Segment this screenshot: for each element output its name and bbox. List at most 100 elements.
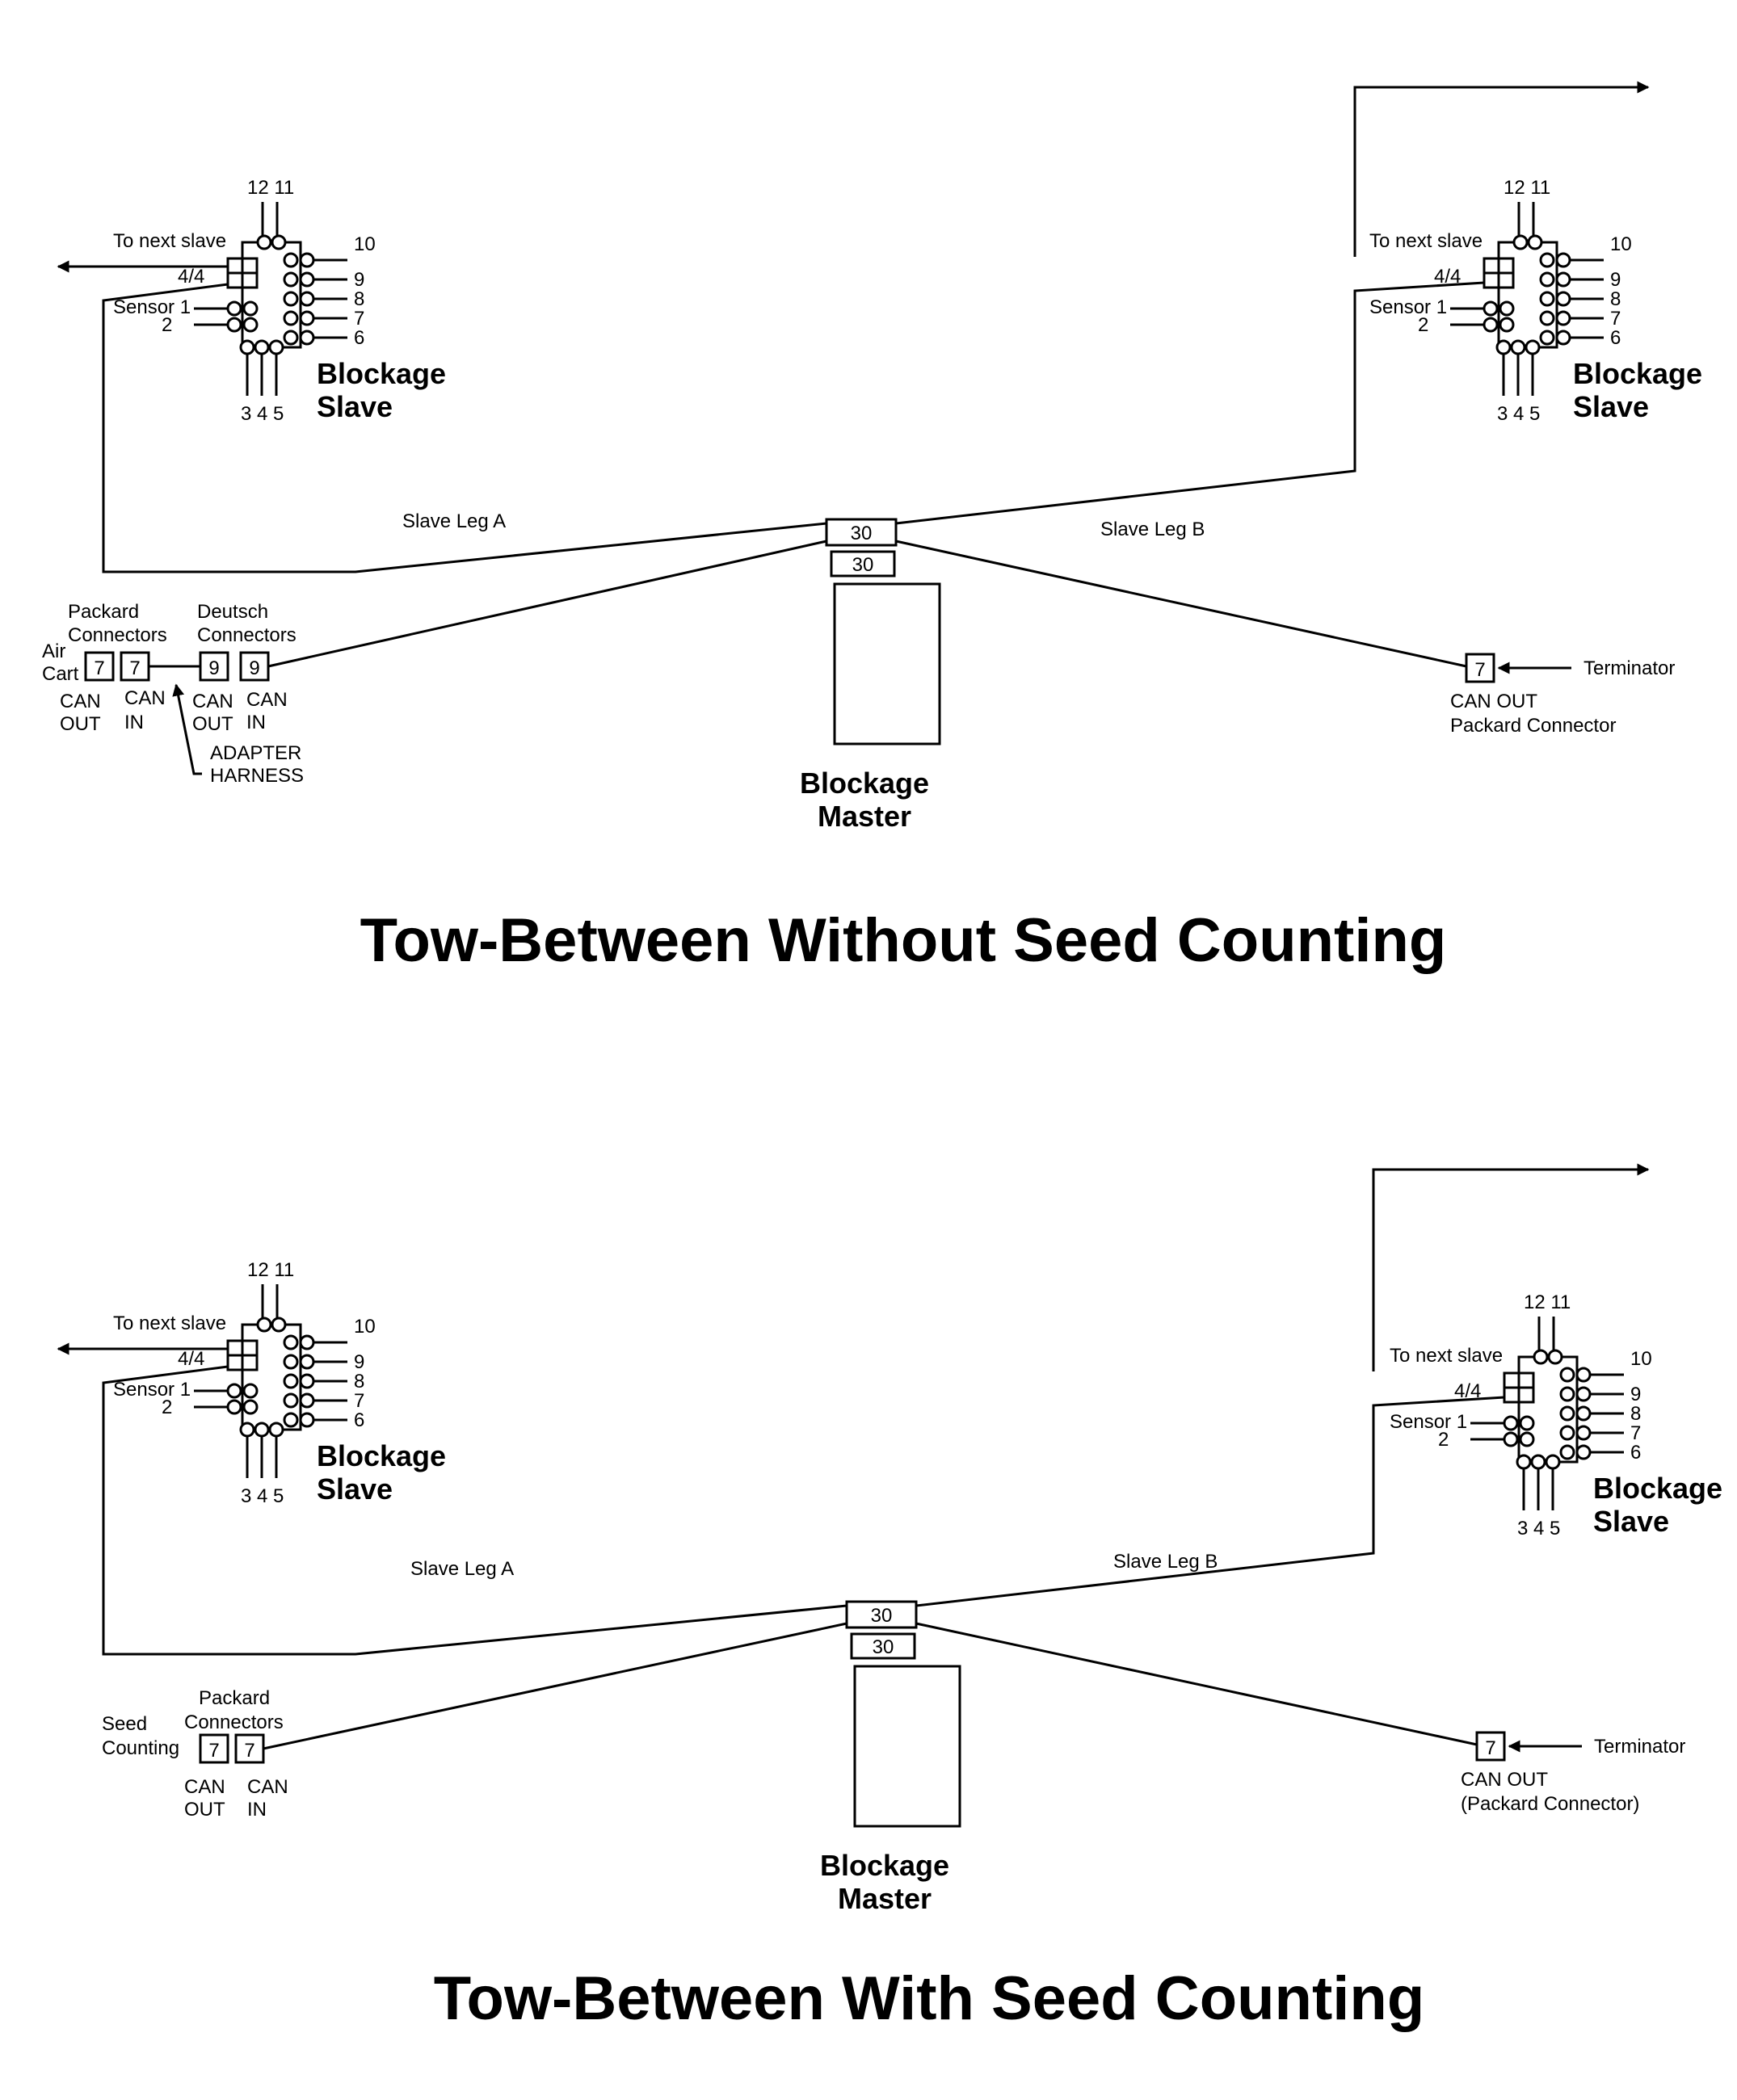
sensor-1-pin bbox=[1483, 300, 1499, 317]
slave-leg-b-upper-wire bbox=[1353, 81, 1650, 257]
deutsch-can-out-label-2: OUT bbox=[192, 713, 233, 735]
terminator-label: Terminator bbox=[1594, 1736, 1685, 1758]
top-pin-labels: 12 11 bbox=[1504, 177, 1550, 199]
packard-can-in-pin: 7 bbox=[129, 657, 140, 679]
sensor-1-pin-b bbox=[1519, 1415, 1535, 1431]
terminator-pin-label: 7 bbox=[1485, 1737, 1495, 1759]
right-pin-label: 10 bbox=[1630, 1348, 1652, 1370]
bottom-pin-3 bbox=[1516, 1454, 1532, 1470]
slave-name-2: Slave bbox=[1573, 390, 1649, 423]
deutsch-can-in-label: CAN bbox=[246, 689, 288, 711]
slave-leg-b-label: Slave Leg B bbox=[1100, 519, 1205, 540]
master-name: Blockage bbox=[820, 1849, 949, 1882]
deutsch-can-out-pin: 9 bbox=[208, 657, 219, 679]
slave-leg-a-label: Slave Leg A bbox=[402, 510, 506, 532]
to-next-slave-label: To next slave bbox=[1390, 1345, 1503, 1367]
pin-12 bbox=[256, 1317, 272, 1333]
slave-leg-b-wire bbox=[895, 281, 1485, 525]
packard-can-in-connector bbox=[234, 1733, 265, 1764]
can-in-wire bbox=[267, 540, 827, 668]
right-pin-inner bbox=[299, 252, 315, 268]
bottom-pin-4 bbox=[1510, 339, 1526, 355]
right-pin-inner bbox=[1575, 1425, 1592, 1441]
sensor-1-pin bbox=[226, 1383, 242, 1399]
packard-can-in-label-2: IN bbox=[247, 1799, 267, 1821]
master-upper-connector bbox=[845, 1600, 918, 1629]
deutsch-can-out-connector bbox=[199, 651, 229, 682]
master-lower-connector-label: 30 bbox=[852, 554, 874, 576]
bottom-pin-3 bbox=[1495, 339, 1512, 355]
sensor-1-label: Sensor 1 bbox=[113, 1379, 191, 1401]
top-pin-labels: 12 11 bbox=[247, 1259, 294, 1281]
right-pin-inner bbox=[1575, 1386, 1592, 1402]
sensor-2-pin bbox=[1483, 317, 1499, 333]
sensor-2-pin bbox=[226, 317, 242, 333]
right-pin-outer bbox=[283, 310, 299, 326]
pin-11 bbox=[1527, 234, 1543, 250]
sensor-1-label: Sensor 1 bbox=[1369, 296, 1447, 318]
pin-11 bbox=[271, 1317, 287, 1333]
right-pin-outer bbox=[283, 1334, 299, 1350]
terminator-pin-label: 7 bbox=[1474, 659, 1485, 681]
terminator-connector bbox=[1465, 653, 1495, 683]
can-in-wire bbox=[263, 1622, 847, 1750]
right-pin-outer bbox=[1559, 1425, 1575, 1441]
hub-label: 4/4 bbox=[178, 266, 204, 288]
right-pin-label: 6 bbox=[1630, 1442, 1641, 1464]
right-pin-inner bbox=[299, 271, 315, 288]
to-next-slave-label: To next slave bbox=[1369, 230, 1483, 252]
terminator-can-out-label: CAN OUT bbox=[1450, 691, 1537, 712]
right-pin-label: 9 bbox=[354, 269, 364, 291]
right-pin-inner bbox=[299, 1354, 315, 1370]
bottom-pin-4 bbox=[254, 1422, 270, 1438]
right-pin-inner bbox=[1555, 291, 1571, 307]
packard-connectors-label-2: Connectors bbox=[68, 624, 167, 646]
right-pin-inner bbox=[299, 310, 315, 326]
right-pin-outer bbox=[1539, 252, 1555, 268]
sensor-2-pin-b bbox=[242, 317, 259, 333]
right-pin-inner bbox=[1555, 252, 1571, 268]
right-pin-label: 10 bbox=[354, 1316, 376, 1338]
right-pin-outer bbox=[283, 1354, 299, 1370]
right-pin-outer bbox=[1539, 291, 1555, 307]
slave-leg-a-label: Slave Leg A bbox=[410, 1558, 514, 1580]
seed-counting-label: Seed bbox=[102, 1713, 147, 1735]
sensor-2-label: 2 bbox=[1438, 1429, 1449, 1451]
packard-can-in-pin: 7 bbox=[244, 1740, 254, 1762]
right-pin-outer bbox=[1559, 1444, 1575, 1460]
right-pin-inner bbox=[1555, 330, 1571, 346]
bottom-pin-labels: 3 4 5 bbox=[1497, 403, 1540, 425]
sensor-2-pin bbox=[1503, 1431, 1519, 1447]
packard-can-in-label: CAN bbox=[124, 687, 166, 709]
right-pin-outer bbox=[283, 291, 299, 307]
right-pin-label: 6 bbox=[1610, 327, 1621, 349]
sensor-2-label: 2 bbox=[1418, 314, 1428, 336]
right-pin-outer bbox=[283, 1412, 299, 1428]
right-pin-label: 9 bbox=[1610, 269, 1621, 291]
sensor-2-pin-b bbox=[1519, 1431, 1535, 1447]
right-pin-inner bbox=[1555, 271, 1571, 288]
right-pin-label: 6 bbox=[354, 1409, 364, 1431]
right-pin-outer bbox=[283, 1373, 299, 1389]
sensor-1-label: Sensor 1 bbox=[113, 296, 191, 318]
diagram-title: Tow-Between With Seed Counting bbox=[434, 1964, 1425, 2033]
right-pin-label: 7 bbox=[354, 1390, 364, 1412]
sensor-2-pin bbox=[226, 1399, 242, 1415]
master-lower-connector bbox=[830, 550, 896, 578]
right-pin-outer bbox=[1559, 1386, 1575, 1402]
right-pin-outer bbox=[283, 252, 299, 268]
sensor-1-label: Sensor 1 bbox=[1390, 1411, 1467, 1433]
slave-name-2: Slave bbox=[317, 390, 393, 423]
to-next-slave-label: To next slave bbox=[113, 230, 226, 252]
right-pin-inner bbox=[299, 1412, 315, 1428]
terminator-can-out-label: CAN OUT bbox=[1461, 1769, 1548, 1791]
sensor-2-label: 2 bbox=[162, 314, 172, 336]
right-pin-inner bbox=[1575, 1444, 1592, 1460]
master-name: Blockage bbox=[800, 766, 929, 800]
pin-11 bbox=[271, 234, 287, 250]
right-pin-inner bbox=[1555, 310, 1571, 326]
master-lower-connector bbox=[850, 1632, 916, 1660]
